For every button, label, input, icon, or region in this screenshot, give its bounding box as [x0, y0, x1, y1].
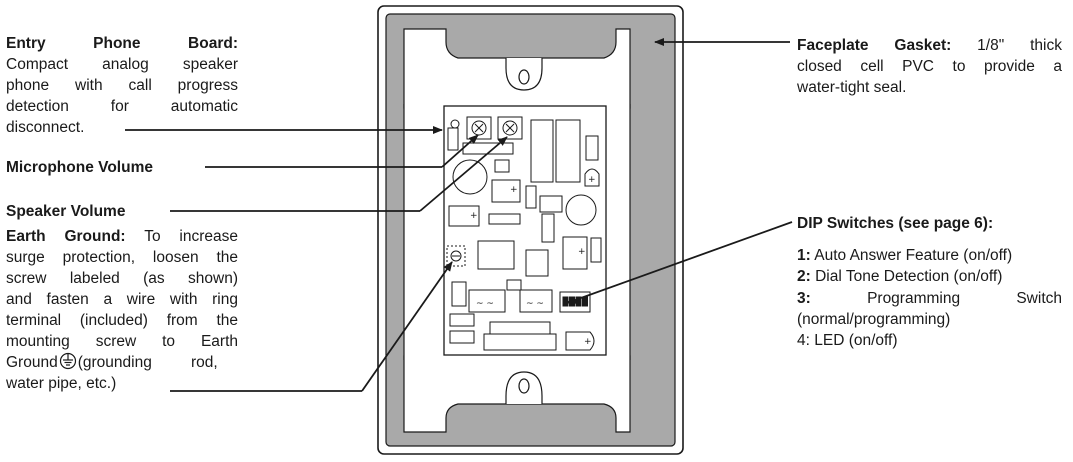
callout-lines	[125, 38, 793, 392]
earth-ground-word: Ground	[6, 354, 58, 371]
dip-switches-leader	[566, 221, 793, 304]
pcb-resistor-h	[451, 281, 467, 307]
dip-item-3-text: Programming Switch	[867, 290, 1062, 307]
gasket-line-1-rest: 1/8" thick	[977, 37, 1062, 54]
speaker-volume-pot	[497, 116, 523, 140]
dip-item-3-num: 3:	[797, 290, 811, 307]
entry-desc-line-3: detection for automatic	[6, 98, 238, 115]
pcb-resistor-v	[541, 213, 555, 243]
pcb-capacitor-round	[565, 194, 597, 226]
entry-desc-line-1: Compact analog speaker	[6, 56, 238, 73]
pcb-block-b	[525, 249, 549, 277]
pcb-terminal-block	[483, 333, 557, 351]
microphone-volume-label: Microphone Volume	[6, 159, 153, 176]
earth-ground-line-1-rest: To increase	[144, 228, 238, 245]
earth-ground-line-8: water pipe, etc.)	[6, 375, 117, 392]
dip-switches-title: DIP Switches (see page 6):	[797, 215, 994, 232]
earth-ground-title: Earth Ground:	[6, 228, 126, 245]
earth-ground-arrow	[361, 261, 453, 392]
pcb-resistor-low	[449, 313, 475, 327]
pcb-resistor-v2	[590, 237, 602, 263]
pcb-capacitor-large	[452, 159, 488, 195]
entry-phone-board-title-line: Entry Phone Board:	[6, 33, 238, 55]
connector-plus: +	[584, 337, 592, 347]
earth-ground-line-7: Ground (grounding rod,	[6, 352, 238, 374]
earth-ground-line-1: Earth Ground: To increase	[6, 226, 238, 248]
dip-item-2: 2: Dial Tone Detection (on/off)	[797, 266, 1002, 288]
pcb-diode	[525, 185, 537, 209]
earth-ground-line-7-rest: (grounding rod,	[77, 354, 218, 371]
dip-item-3-cont: (normal/programming)	[797, 311, 951, 328]
pcb-marks: ~ ~ ~ ~ + + + + +	[470, 175, 596, 347]
transistor-plus: +	[588, 175, 596, 185]
gasket-line-2: closed cell PVC to provide a	[797, 58, 1062, 75]
earth-ground-line-4: and fasten a wire with ring	[6, 291, 238, 308]
pcb-relay-tall	[530, 119, 554, 183]
dip-item-3: 3: Programming Switch	[797, 288, 1062, 310]
earth-ground-icon	[59, 352, 76, 370]
earth-ground-line-5: terminal (included) from the	[6, 312, 238, 329]
spk-pot-slot-b	[505, 123, 515, 133]
pcb-inductor-a	[468, 289, 506, 313]
dip-item-2-text: Dial Tone Detection (on/off)	[815, 268, 1003, 285]
cap-d-plus: +	[578, 247, 586, 257]
entry-desc-line-2: phone with call progress	[6, 77, 238, 94]
mount-hole-top	[518, 69, 530, 85]
dip-switch-1	[562, 296, 569, 307]
pcb-connector-right	[565, 331, 595, 351]
inductor-b-wave: ~ ~	[526, 299, 544, 309]
pcb-resistor-low-2	[449, 330, 475, 344]
pcb-chip-small	[585, 135, 599, 161]
entry-phone-board-title: Entry Phone Board:	[6, 35, 238, 52]
pcb-capacitor-rect-c	[448, 205, 480, 227]
inductor-a-wave: ~ ~	[476, 299, 494, 309]
pcb-transformer	[555, 119, 581, 183]
speaker-volume-arrow	[419, 136, 508, 212]
dip-item-4: 4: LED (on/off)	[797, 332, 898, 349]
microphone-volume-pot	[466, 116, 492, 140]
pcb-resistor	[447, 127, 459, 151]
speaker-volume-label: Speaker Volume	[6, 203, 126, 220]
entry-desc-line-4: disconnect.	[6, 119, 85, 136]
circuit-board	[443, 105, 607, 356]
pcb-capacitor-rect-d	[562, 236, 588, 270]
dip-item-1: 1: Auto Answer Feature (on/off)	[797, 245, 1012, 267]
pcb-transistor	[584, 168, 600, 187]
dip-item-2-num: 2:	[797, 268, 811, 285]
earth-ground-line-3: screw labeled (as shown)	[6, 268, 238, 290]
pcb-capacitor-rect-b	[539, 195, 563, 213]
microphone-volume-arrow	[441, 134, 479, 168]
pcb-resistor-small	[506, 279, 522, 291]
cap-a-plus: +	[510, 185, 518, 195]
gasket-line-1: Faceplate Gasket: 1/8" thick	[797, 35, 1062, 57]
pcb-capacitor-rect-a	[491, 179, 521, 203]
earth-ground-line-2: surge protection, loosen the	[6, 249, 238, 266]
cap-c-plus: +	[470, 211, 478, 221]
pcb-inductor-b	[519, 289, 553, 313]
pcb-block-a	[477, 240, 515, 270]
dip-switch-4	[582, 296, 588, 307]
earth-ground-line-3-text: screw labeled (as shown)	[6, 270, 238, 287]
pcb-connector-pins	[489, 321, 551, 335]
dip-item-1-text: Auto Answer Feature (on/off)	[814, 247, 1013, 264]
faceplate-gasket-title: Faceplate Gasket:	[797, 37, 952, 54]
pcb-ic-small	[494, 159, 510, 173]
gasket-line-3: water-tight seal.	[797, 79, 907, 96]
mic-pot-slot-b	[474, 123, 484, 133]
dip-item-1-num: 1:	[797, 247, 811, 264]
earth-ground-line-6: mounting screw to Earth	[6, 333, 238, 350]
mount-hole-bottom	[518, 378, 530, 394]
pcb-ic-wide	[488, 213, 521, 225]
pcb-led	[450, 119, 460, 129]
